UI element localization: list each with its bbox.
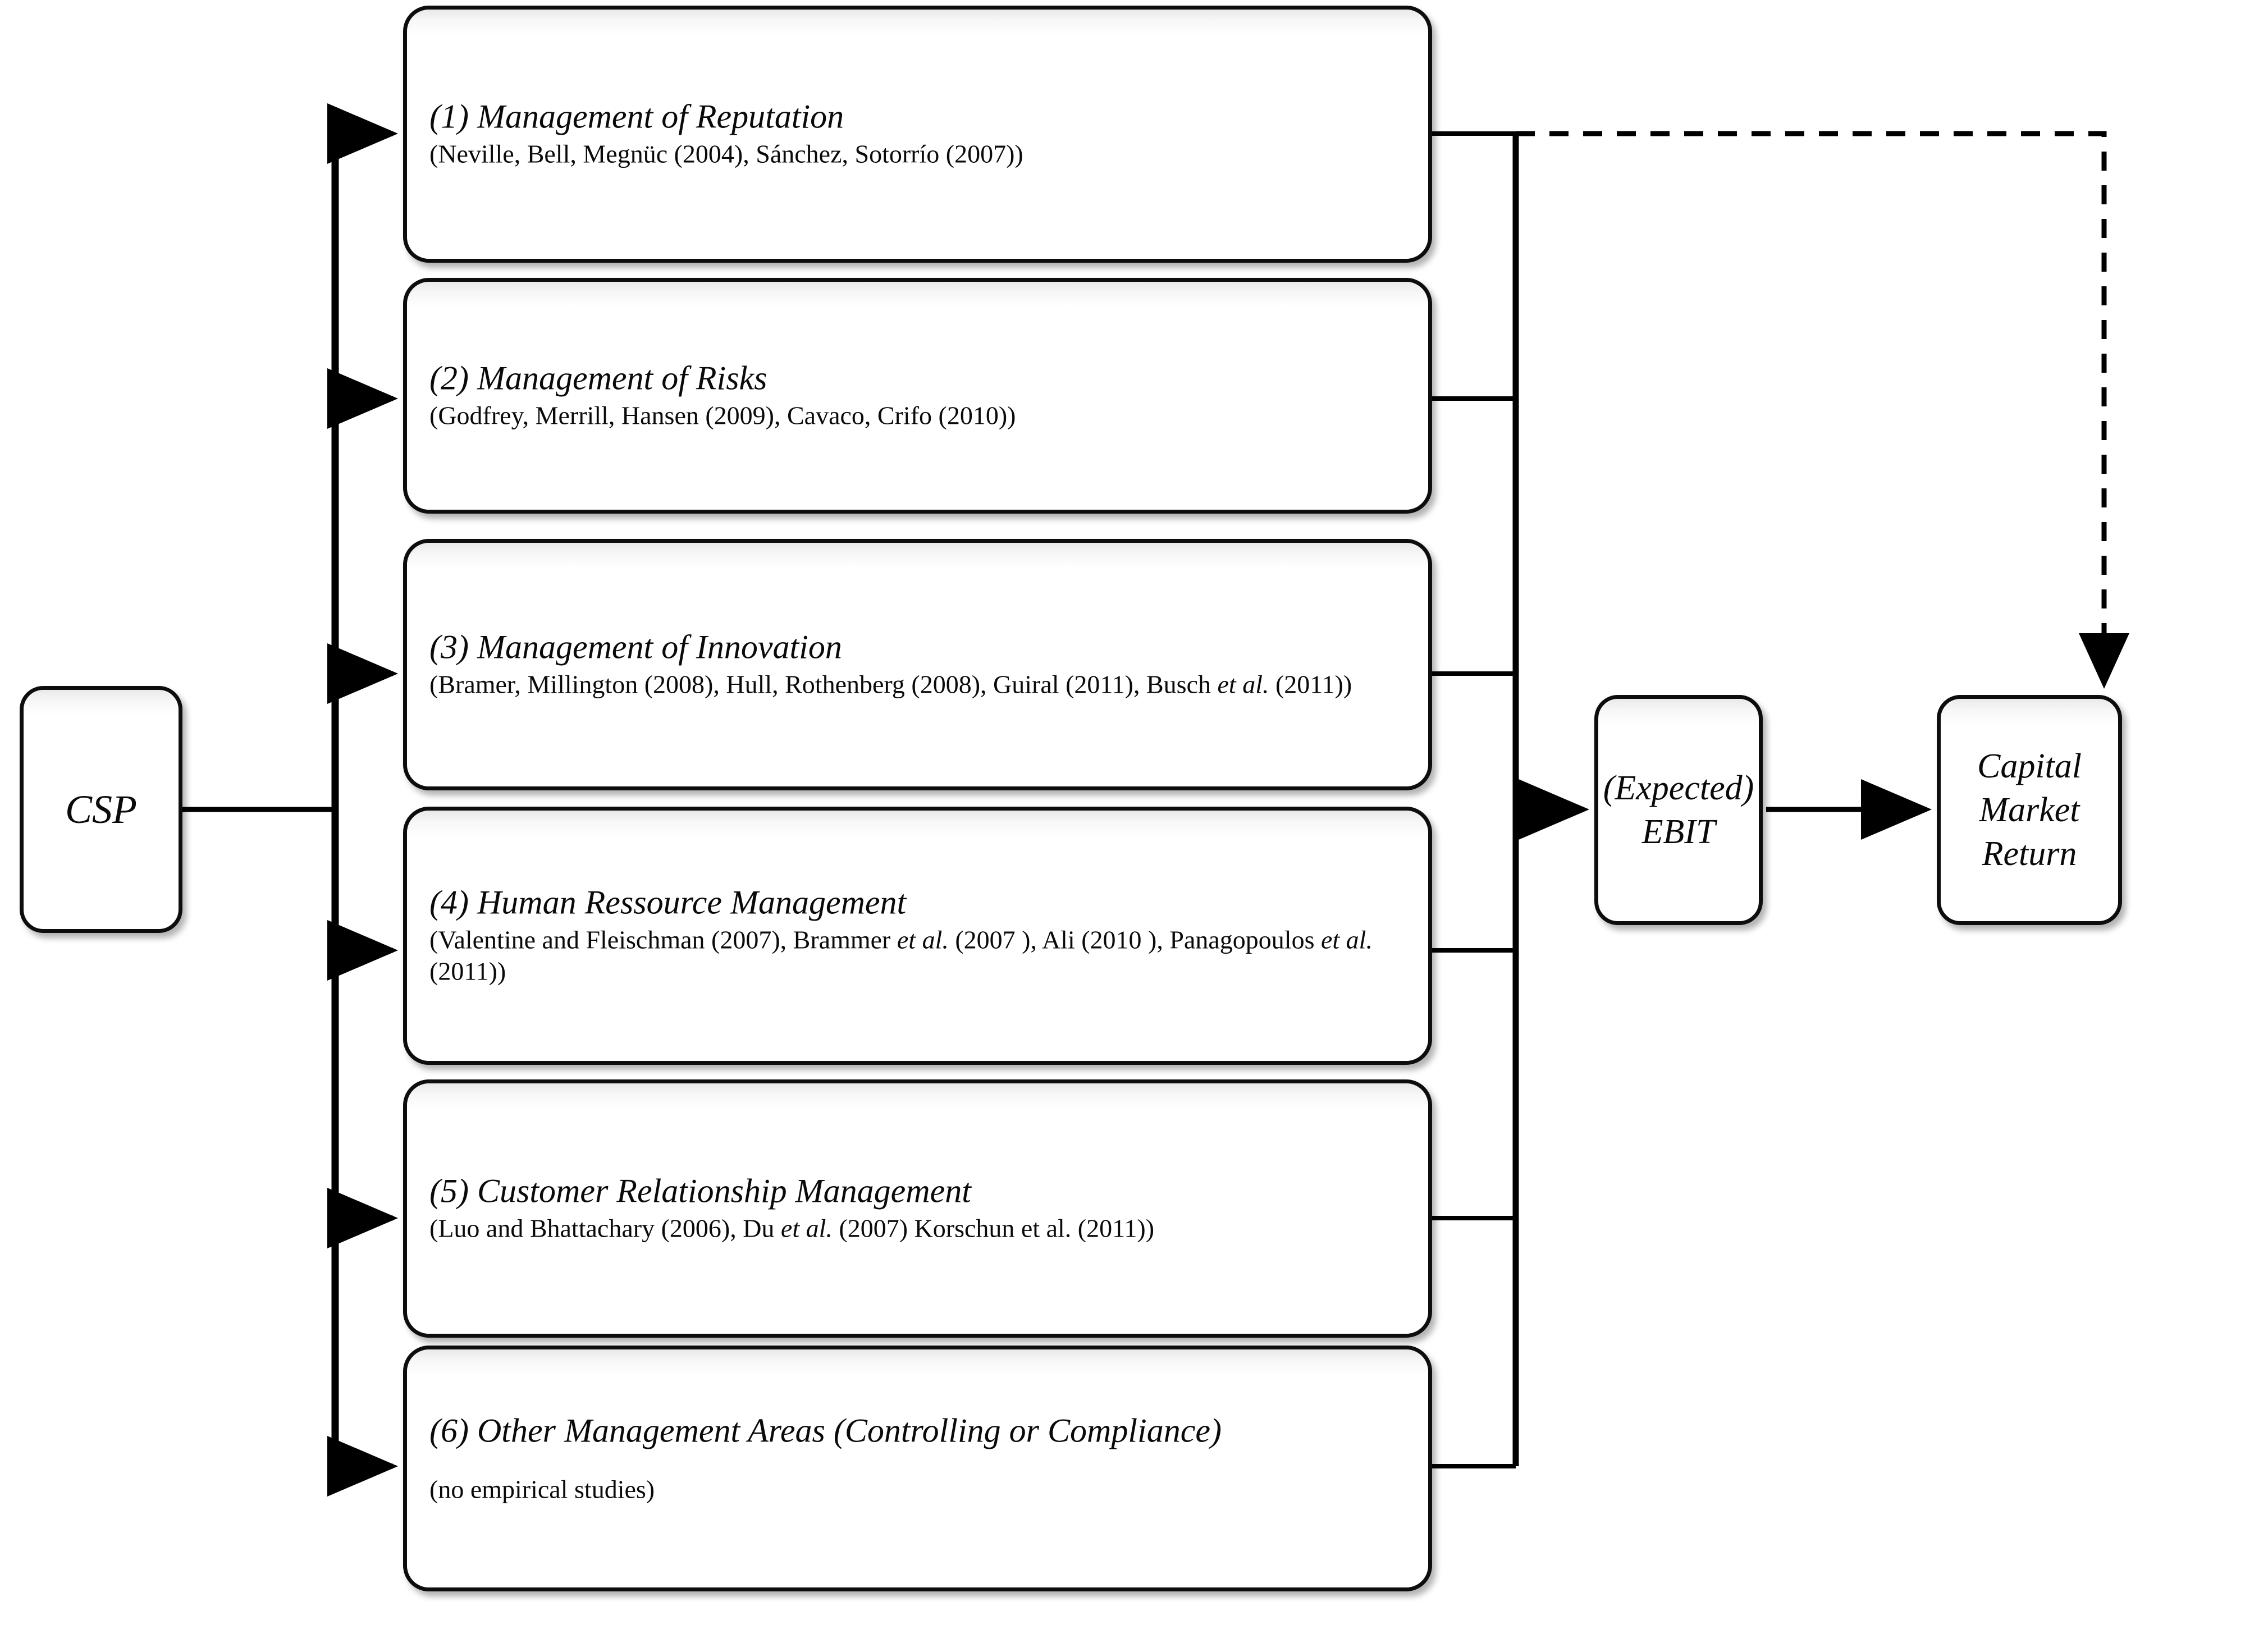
channel-4-ref-etal-2: et al. bbox=[1320, 925, 1373, 954]
node-csp-label: CSP bbox=[65, 786, 137, 832]
node-channel-3[interactable]: (3) Management of Innovation (Bramer, Mi… bbox=[403, 539, 1432, 790]
channel-3-ref-pre: (Bramer, Millington (2008), Hull, Rothen… bbox=[429, 670, 1218, 699]
channel-4-ref-mid: (2007 ), Ali (2010 ), Panagopoulos bbox=[948, 925, 1321, 954]
channel-4-references: (Valentine and Fleischman (2007), Bramme… bbox=[429, 924, 1406, 987]
channel-4-content: (4) Human Ressource Management (Valentin… bbox=[429, 884, 1406, 987]
channel-3-ref-post: (2011)) bbox=[1269, 670, 1352, 699]
channel-4-title: (4) Human Ressource Management bbox=[429, 884, 907, 921]
channel-5-content: (5) Customer Relationship Management (Lu… bbox=[429, 1173, 1406, 1244]
channel-5-title: (5) Customer Relationship Management bbox=[429, 1172, 971, 1210]
channel-1-references: (Neville, Bell, Megnüc (2004), Sánchez, … bbox=[429, 139, 1023, 168]
channel-4-ref-pre: (Valentine and Fleischman (2007), Bramme… bbox=[429, 925, 897, 954]
node-expected-ebit-label: (Expected) EBIT bbox=[1603, 768, 1754, 851]
channel-5-ref-pre: (Luo and Bhattachary (2006), Du bbox=[429, 1214, 781, 1243]
node-channel-4[interactable]: (4) Human Ressource Management (Valentin… bbox=[403, 807, 1432, 1065]
channel-5-ref-etal: et al. bbox=[780, 1214, 833, 1243]
channel-3-title: (3) Management of Innovation bbox=[429, 628, 842, 666]
channel-6-references: (no empirical studies) bbox=[429, 1475, 655, 1504]
channel-5-ref-post: (2007) Korschun et al. (2011)) bbox=[832, 1214, 1155, 1243]
channel-2-references: (Godfrey, Merrill, Hansen (2009), Cavaco… bbox=[429, 401, 1016, 430]
node-channel-1[interactable]: (1) Management of Reputation (Neville, B… bbox=[403, 6, 1432, 263]
dashed-direct-effect-arrow bbox=[1516, 131, 2129, 689]
channel-1-content: (1) Management of Reputation (Neville, B… bbox=[429, 98, 1406, 170]
channel-6-content: (6) Other Management Areas (Controlling … bbox=[429, 1412, 1406, 1506]
node-csp[interactable]: CSP bbox=[20, 686, 182, 933]
channel-3-content: (3) Management of Innovation (Bramer, Mi… bbox=[429, 629, 1406, 701]
channel-3-references: (Bramer, Millington (2008), Hull, Rothen… bbox=[429, 669, 1406, 700]
channel-1-title: (1) Management of Reputation bbox=[429, 98, 844, 135]
node-capital-market-return[interactable]: Capital Market Return bbox=[1937, 695, 2122, 925]
channel-4-ref-post: (2011)) bbox=[429, 957, 506, 986]
node-channel-2[interactable]: (2) Management of Risks (Godfrey, Merril… bbox=[403, 278, 1432, 514]
node-expected-ebit[interactable]: (Expected) EBIT bbox=[1594, 695, 1763, 925]
channel-5-references: (Luo and Bhattachary (2006), Du et al. (… bbox=[429, 1212, 1406, 1244]
channel-2-title: (2) Management of Risks bbox=[429, 359, 767, 397]
node-channel-5[interactable]: (5) Customer Relationship Management (Lu… bbox=[403, 1079, 1432, 1338]
node-capital-market-return-label: Capital Market Return bbox=[1977, 747, 2082, 873]
channel-6-title: (6) Other Management Areas (Controlling … bbox=[429, 1412, 1222, 1449]
fanout-arrows bbox=[327, 103, 398, 1497]
channel-3-ref-etal: et al. bbox=[1217, 670, 1269, 699]
channel-4-ref-etal-1: et al. bbox=[897, 925, 949, 954]
collector-stubs bbox=[1420, 131, 1516, 1468]
csp-fanout-bus bbox=[182, 134, 339, 1466]
channel-2-content: (2) Management of Risks (Godfrey, Merril… bbox=[429, 360, 1406, 432]
node-channel-6[interactable]: (6) Other Management Areas (Controlling … bbox=[403, 1346, 1432, 1591]
